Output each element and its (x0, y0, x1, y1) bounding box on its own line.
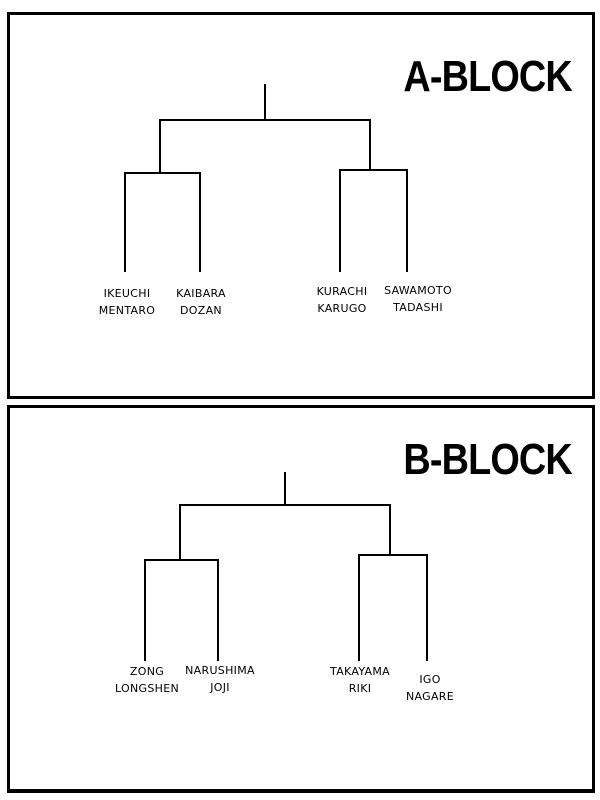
player-name-sawamoto: SAWAMOTO TADASHI (384, 284, 452, 314)
a-block-title: A-BLOCK (403, 52, 573, 101)
b-block-panel: B-BLOCK ZONG LONGSHEN NARUSHIMA JOJI TAK… (7, 405, 595, 793)
player-name-kaibara: KAIBARA DOZAN (176, 287, 226, 317)
b-block-title: B-BLOCK (403, 435, 573, 484)
player-name-ikeuchi: IKEUCHI MENTARO (98, 287, 156, 317)
a-block-panel: A-BLOCK IKEUCHI MENTARO KAIBARA DOZAN KU… (7, 12, 595, 399)
player-name-zong: ZONG LONGSHEN (115, 665, 179, 695)
player-name-narushima: NARUSHIMA JOJI (185, 664, 255, 694)
a-block-bracket (124, 84, 408, 272)
player-name-kurachi: KURACHI KARUGO (316, 285, 368, 315)
player-name-igo: IGO NAGARE (405, 673, 454, 703)
player-name-takayama: TAKAYAMA RIKI (330, 665, 390, 695)
b-block-bracket (144, 472, 428, 661)
